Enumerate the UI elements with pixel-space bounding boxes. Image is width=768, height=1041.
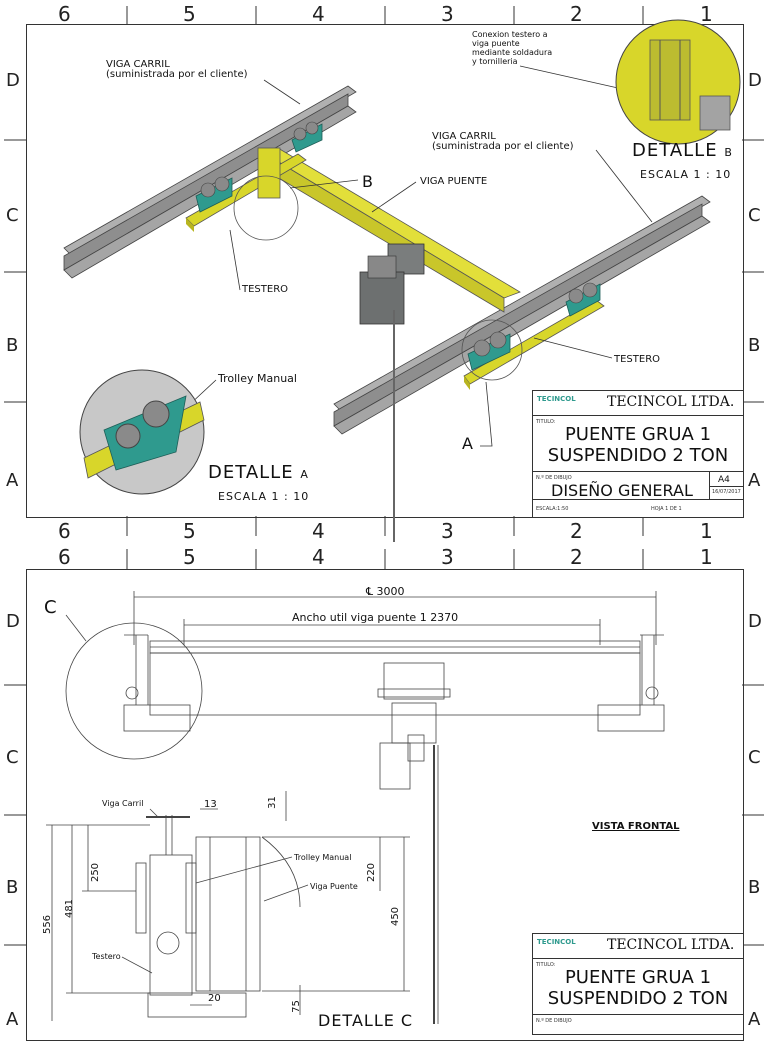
detalle-a-scale: ESCALA 1 : 10 [218,490,310,503]
zone-letter: C [6,205,19,226]
size-cell: A4 16/07/2017 [709,471,743,499]
label-trolley-manual: Trolley Manual [294,853,352,862]
zone-number: 5 [183,545,196,569]
detalle-a-title: DETALLE A [208,462,309,483]
zone-number: 5 [183,519,196,543]
zone-letter: D [748,611,762,632]
zone-number: 4 [312,2,325,26]
label-viga-carril-1: VIGA CARRIL (suministrada por el cliente… [106,59,248,80]
label-viga-puente: VIGA PUENTE [420,176,488,187]
zone-number: 4 [312,545,325,569]
dim-31: 31 [266,796,278,809]
dim-span: ℄ 3000 [366,585,405,598]
label-viga-carril-2: VIGA CARRIL (suministrada por el cliente… [432,131,574,152]
detail-circle-b [233,175,299,241]
isometric-drawing [4,6,764,542]
sheet-size: A4 [718,475,730,485]
vista-frontal-title: VISTA FRONTAL [592,821,680,832]
company-name: TECINCOL LTDA. [607,937,735,953]
dim-250: 250 [90,862,102,883]
detalle-b-scale: ESCALA 1 : 10 [640,168,732,181]
callout-b: B [362,172,373,191]
titulo-label: TITULO: [536,419,556,425]
detalle-b-title: DETALLE B [632,140,733,161]
label-testero-2: TESTERO [614,354,661,365]
dim-13: 13 [204,799,217,810]
zone-letter: D [748,70,762,91]
frontal-drawing [4,549,764,1024]
label-testero: Testero [92,952,121,961]
zone-number: 2 [570,519,583,543]
detail-circle-c [65,622,203,760]
company-name: TECINCOL LTDA. [607,394,735,410]
zone-number: 1 [700,519,713,543]
scale-value: ESCALA:1:50 [536,506,569,512]
zone-letter: B [748,335,761,356]
dim-ancho-util: Ancho util viga puente 1 2370 [292,611,459,624]
dim-75: 75 [290,1000,302,1013]
detalle-c-title: DETALLE C [318,1011,414,1030]
zone-letter: C [748,747,761,768]
zone-letter: D [6,611,20,632]
drawing-date: 16/07/2017 [712,489,741,495]
end-truck-front-right [597,704,665,732]
zone-letter: B [6,877,19,898]
zone-number: 6 [58,545,71,569]
sheet-isometric: 6 5 4 3 2 1 6 5 4 3 2 1 D C B A D C B A [4,2,764,543]
titulo-label: TITULO: [536,962,556,968]
dim-20: 20 [208,993,221,1004]
zone-number: 1 [700,545,713,569]
hoist-motor [359,271,405,325]
detail-circle-a [461,319,523,381]
zone-number: 3 [441,2,454,26]
zone-letter: B [6,335,19,356]
label-viga-puente: Viga Puente [310,882,358,891]
zone-letter: C [6,747,19,768]
zone-letter: D [6,70,20,91]
zone-letter: A [6,470,19,491]
title-line-1: PUENTE GRUA 1 [564,967,712,988]
title-block: TECINCOL TECINCOL LTDA. TITULO: PUENTE G… [532,933,744,1035]
title-line-2: SUSPENDIDO 2 TON [547,445,729,466]
zone-letter: C [748,205,761,226]
dim-556: 556 [42,914,54,935]
dibujo-label: N.º DE DIBUJO [536,475,572,481]
title-line-2: SUSPENDIDO 2 TON [547,988,729,1009]
zone-letter: A [748,470,761,491]
sheet-frontal: 6 5 4 3 2 1 D C B A D C B A [0,545,768,1041]
label-conexion: Conexion testero a viga puente mediante … [472,30,553,66]
label-viga-carril: Viga Carril [102,799,144,808]
dim-220: 220 [366,862,378,883]
label-testero-1: TESTERO [242,284,289,295]
callout-c: C [44,597,57,618]
zone-number: 2 [570,545,583,569]
zone-number: 4 [312,519,325,543]
zone-number: 3 [441,545,454,569]
dim-450: 450 [390,906,402,927]
detail-c-testero [149,854,193,996]
title-line-1: PUENTE GRUA 1 [564,424,712,445]
zone-letter: B [748,877,761,898]
zone-number: 3 [441,519,454,543]
zone-number: 6 [58,519,71,543]
dim-481: 481 [64,898,76,919]
dibujo-label: N.º DE DIBUJO [536,1018,572,1024]
hoist-front [383,662,445,700]
end-truck-front-left [123,704,191,732]
zone-number: 2 [570,2,583,26]
zone-number: 5 [183,2,196,26]
sheet-count: HOJA 1 DE 1 [651,506,682,512]
zone-number: 6 [58,2,71,26]
label-trolley: Trolley Manual [218,372,297,385]
zone-number: 1 [700,2,713,26]
callout-a: A [462,434,473,453]
company-logo: TECINCOL [537,395,576,403]
drawing-name: DISEÑO GENERAL [551,481,693,500]
company-logo: TECINCOL [537,938,576,946]
title-block: TECINCOL TECINCOL LTDA. TITULO: PUENTE G… [532,390,744,518]
